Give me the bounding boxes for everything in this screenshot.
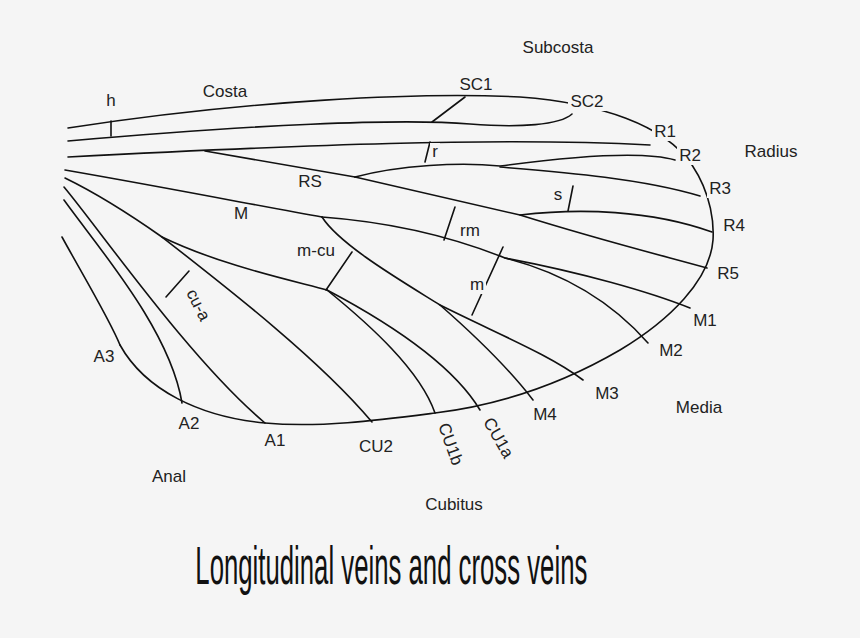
vein-label: R3 — [707, 180, 733, 199]
media-vein — [440, 305, 533, 400]
vein-label: m-cu — [295, 242, 337, 261]
cross-vein — [444, 207, 455, 240]
vein-label: M2 — [657, 342, 685, 361]
anal-vein — [62, 237, 120, 345]
media-vein — [505, 258, 648, 343]
vein-label: A1 — [263, 432, 288, 451]
wing-outline — [68, 96, 713, 425]
vein-label: R2 — [677, 147, 703, 166]
media-vein — [322, 217, 583, 380]
cubitus-vein — [327, 290, 480, 410]
diagram-title: Longitudinal veins and cross veins — [195, 540, 587, 593]
subcosta-vein — [68, 114, 572, 141]
anal-vein — [64, 200, 182, 403]
vein-label: Anal — [150, 468, 188, 487]
vein-label: A2 — [177, 415, 202, 434]
vein-label: s — [552, 186, 565, 205]
radial-vein — [520, 211, 712, 232]
vein-label: CU1a — [478, 413, 518, 463]
radial-vein — [500, 167, 700, 196]
radial-sector-vein — [205, 151, 355, 177]
cross-vein — [110, 121, 112, 136]
media-vein — [65, 170, 322, 217]
anal-vein — [64, 187, 265, 423]
vein-label: m — [468, 276, 486, 295]
vein-label: RS — [296, 173, 324, 192]
vein-label: r — [430, 143, 440, 162]
vein-label: CU1b — [433, 419, 467, 470]
vein-label: M1 — [691, 312, 719, 331]
vein-label: Cubitus — [423, 496, 485, 515]
vein-label: A3 — [92, 348, 117, 367]
radius-vein — [68, 142, 650, 157]
vein-label: Subcosta — [521, 39, 596, 58]
vein-label: CU2 — [357, 438, 395, 457]
vein-label: Media — [674, 399, 724, 418]
cubitus-vein — [162, 237, 372, 422]
vein-label: rm — [458, 222, 482, 241]
vein-label: R4 — [721, 217, 747, 236]
vein-label: M — [232, 205, 250, 224]
vein-label: R5 — [715, 265, 741, 284]
vein-label: M3 — [593, 385, 621, 404]
cubitus-vein — [327, 290, 435, 413]
vein-label: Costa — [201, 83, 249, 102]
vein-label: h — [104, 92, 117, 111]
vein-label: SC2 — [568, 93, 605, 112]
radial-vein — [355, 155, 675, 177]
vein-label: Radius — [743, 143, 800, 162]
radial-vein — [355, 177, 707, 268]
vein-label: SC1 — [457, 76, 494, 95]
media-vein — [322, 217, 690, 308]
cross-vein — [432, 97, 465, 122]
cubitus-vein — [65, 178, 327, 290]
vein-label: cu-a — [181, 284, 214, 326]
vein-label: M4 — [531, 406, 559, 425]
vein-label: R1 — [652, 123, 678, 142]
cross-vein — [568, 186, 573, 211]
